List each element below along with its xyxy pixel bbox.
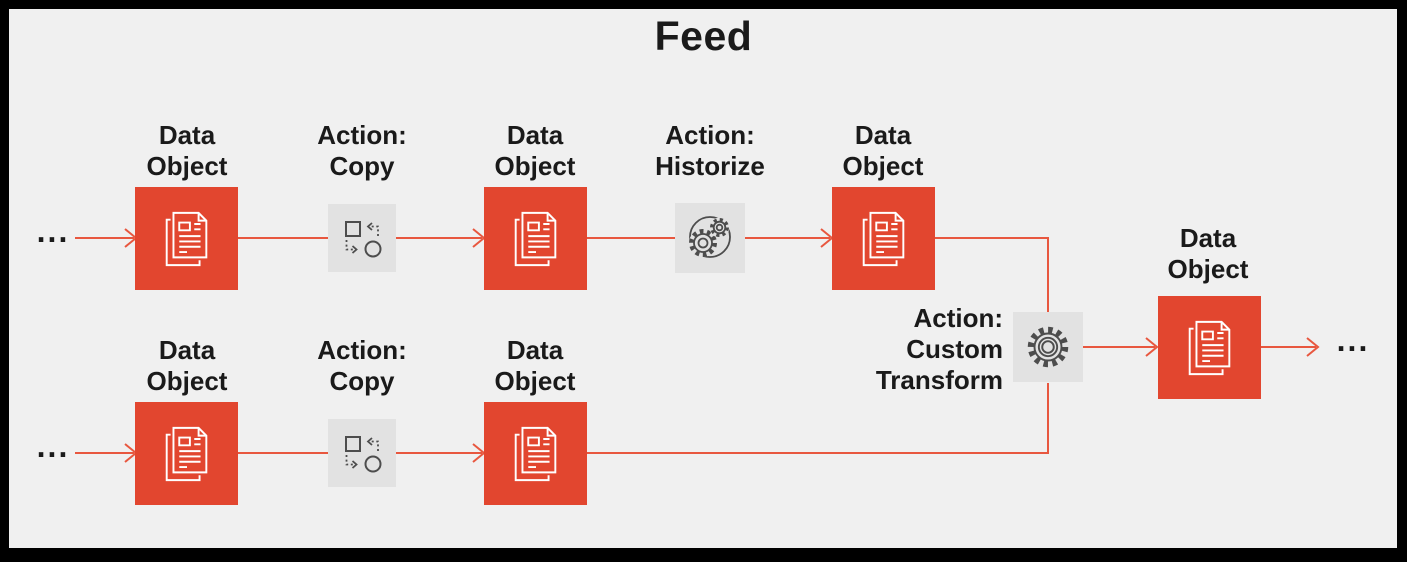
label-data-object: Data Object — [146, 335, 228, 396]
page-title: Feed — [654, 13, 753, 59]
copy-transform-icon — [339, 430, 385, 476]
action-custom-transform-node — [1013, 312, 1083, 382]
document-icon — [158, 422, 216, 486]
ellipsis-bottom-input: ... — [36, 428, 70, 464]
label-action-historize: Action: Historize — [655, 120, 765, 181]
label-data-object: Data Object — [1167, 223, 1249, 284]
label-action-custom-transform: Action: Custom Transform — [875, 303, 1003, 395]
label-data-object: Data Object — [146, 120, 228, 181]
data-object-node — [484, 402, 587, 505]
document-icon — [507, 207, 565, 271]
data-object-node — [484, 187, 587, 290]
label-data-object: Data Object — [842, 120, 924, 181]
action-copy-node — [328, 204, 396, 272]
document-icon — [855, 207, 913, 271]
ellipsis-output: ... — [1336, 322, 1370, 358]
diagram-background — [9, 9, 1397, 548]
ellipsis-top-input: ... — [36, 213, 70, 249]
copy-transform-icon — [339, 215, 385, 261]
action-historize-node — [675, 203, 745, 273]
label-action-copy: Action: Copy — [317, 120, 407, 181]
action-copy-node — [328, 419, 396, 487]
document-icon — [158, 207, 216, 271]
gear-icon — [1021, 320, 1075, 374]
gears-in-circle-icon — [684, 212, 736, 264]
data-object-node — [832, 187, 935, 290]
label-action-copy: Action: Copy — [317, 335, 407, 396]
data-object-node — [135, 187, 238, 290]
label-data-object: Data Object — [494, 120, 576, 181]
data-object-node — [1158, 296, 1261, 399]
document-icon — [507, 422, 565, 486]
data-object-node — [135, 402, 238, 505]
document-icon — [1181, 316, 1239, 380]
label-data-object: Data Object — [494, 335, 576, 396]
